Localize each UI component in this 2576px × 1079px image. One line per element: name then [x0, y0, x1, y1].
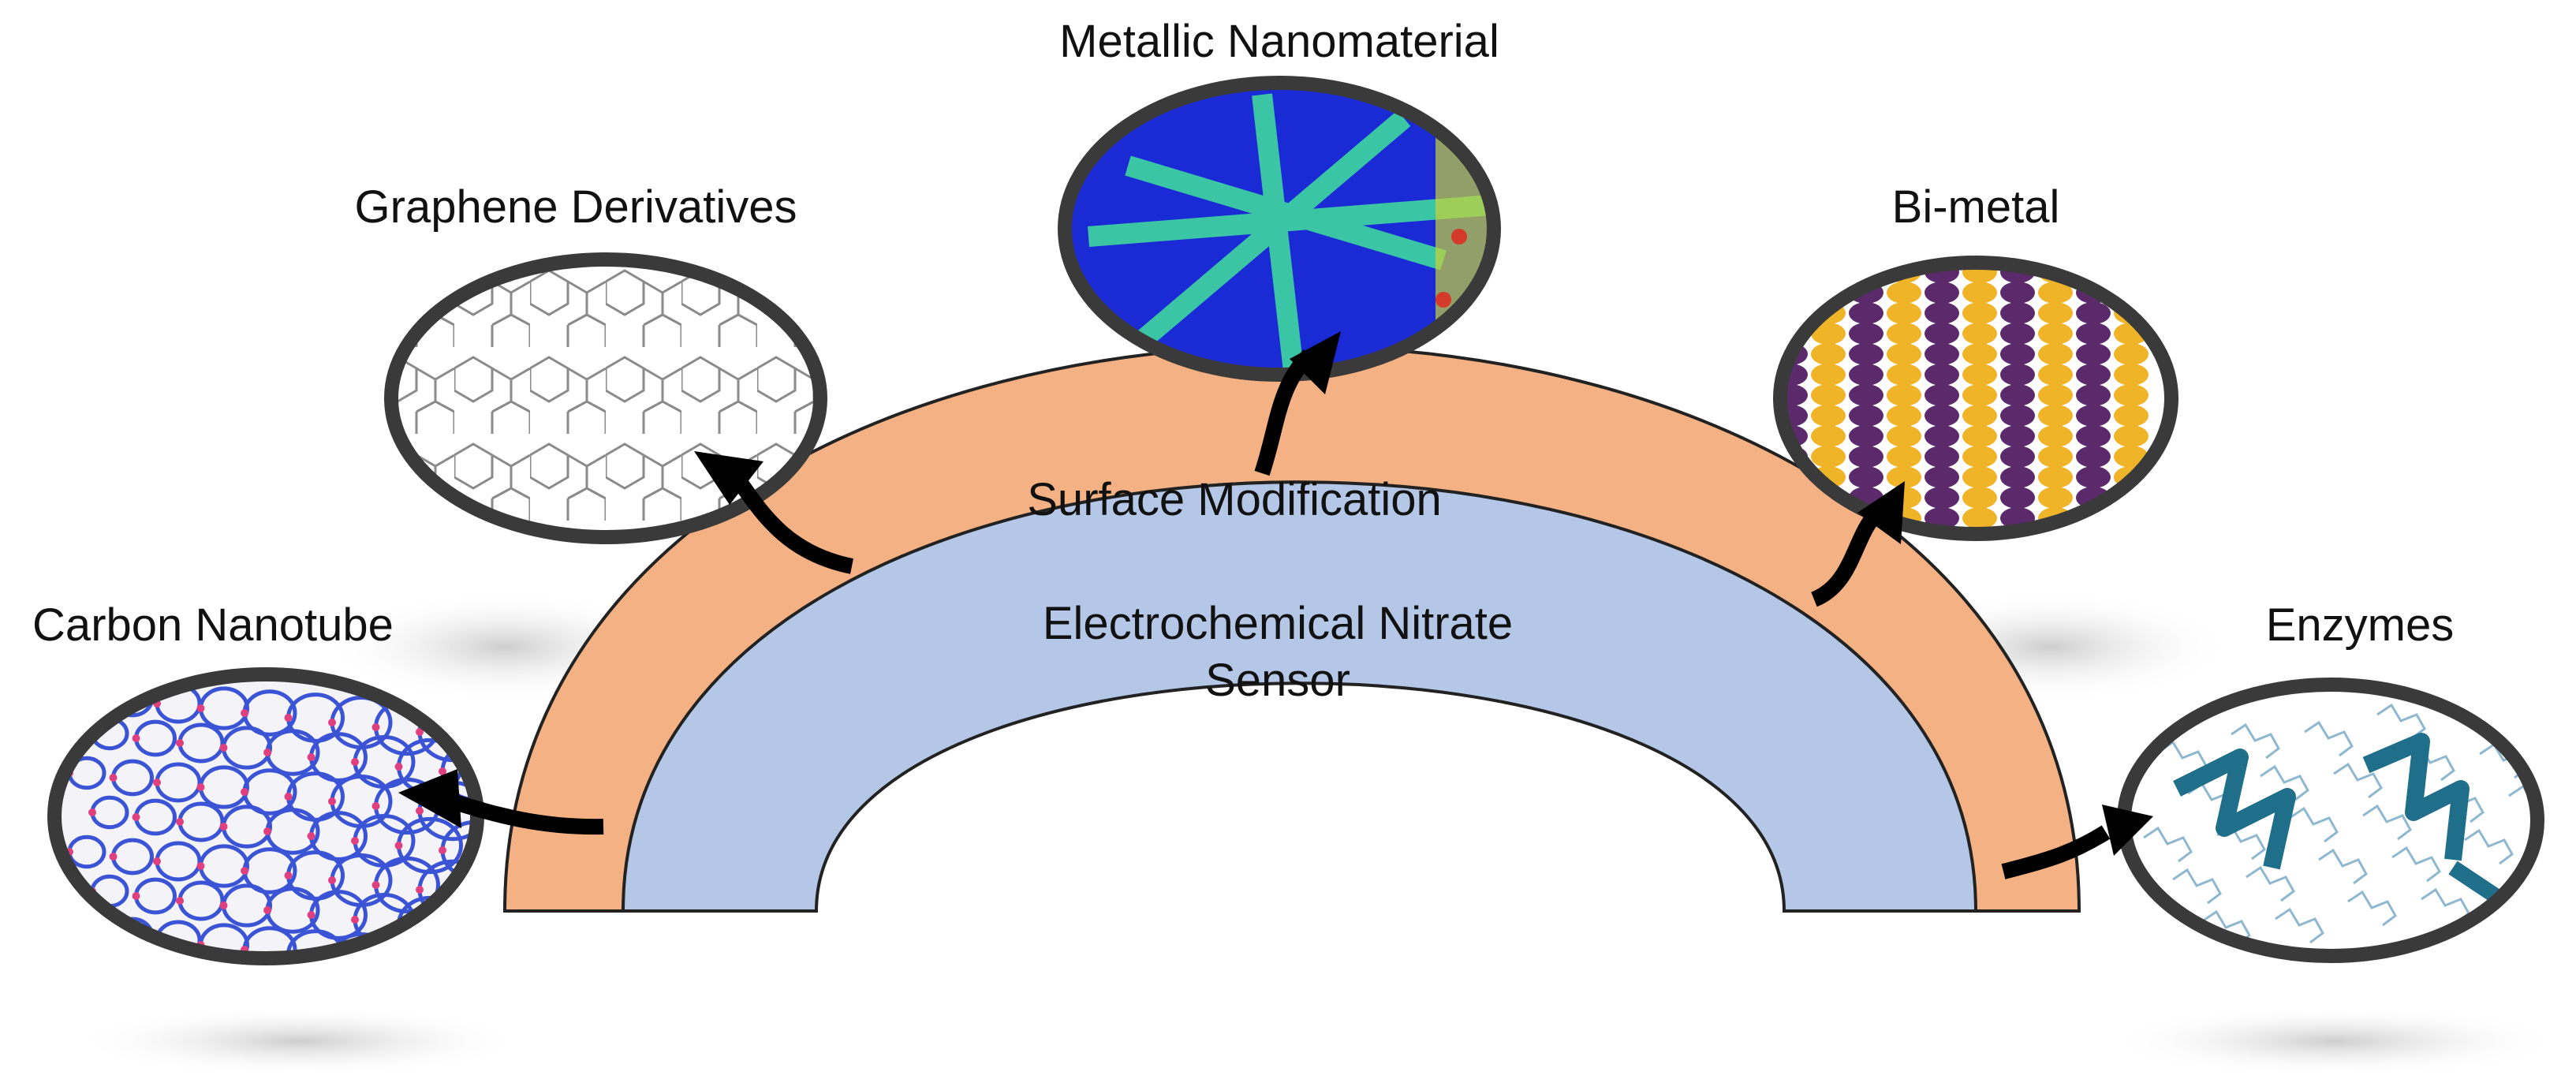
surface-modification-label: Surface Modification — [1027, 474, 1441, 525]
bimetal-label: Bi-metal — [1892, 181, 2060, 233]
carbon-nanotube-bubble — [47, 667, 484, 965]
enzymes-label: Enzymes — [2266, 599, 2455, 651]
sensor-label-line1: Electrochemical Nitrate — [1043, 598, 1513, 649]
metallic-bubble — [1058, 76, 1501, 382]
arrow-to-enzymes — [2001, 805, 2153, 879]
arrow-to-graphene — [694, 451, 854, 574]
enzyme-bubble — [2117, 678, 2544, 963]
arrow-to-metallic — [1254, 331, 1341, 476]
metallic-nanomaterial-label: Metallic Nanomaterial — [1059, 16, 1499, 67]
arrow-to-carbon — [398, 769, 604, 835]
arrow-to-bimetal — [1810, 481, 1905, 607]
electrochemical-sensor-band — [621, 480, 1978, 913]
sensor-label-line2: Sensor — [1205, 655, 1350, 706]
carbon-nanotube-label: Carbon Nanotube — [32, 599, 394, 651]
arrows — [398, 331, 2153, 879]
labels: Metallic Nanomaterial Graphene Derivativ… — [32, 16, 2454, 706]
graphene-derivatives-label: Graphene Derivatives — [355, 181, 797, 233]
